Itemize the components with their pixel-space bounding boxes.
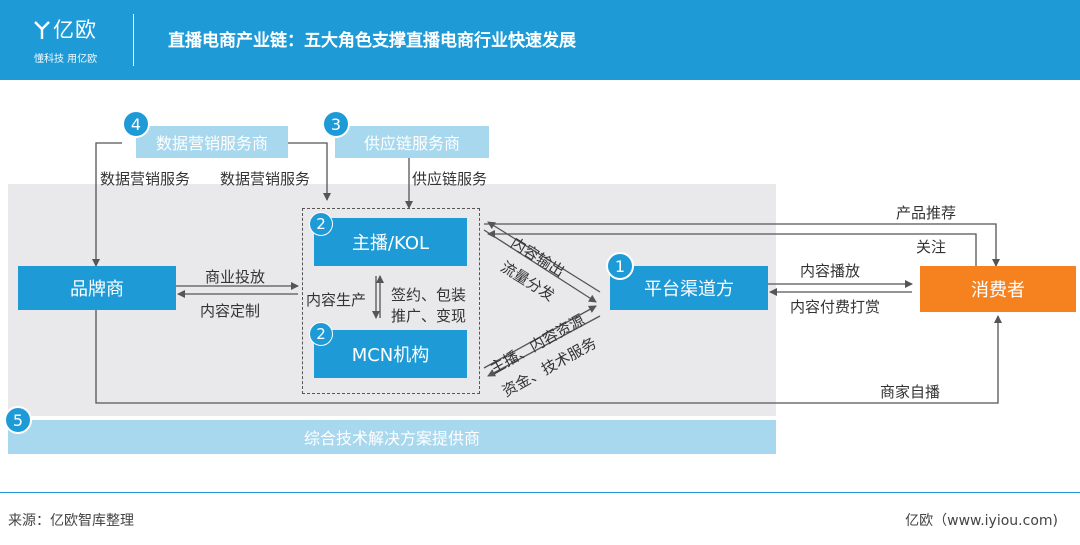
supply-chain-provider-box: 供应链服务商: [335, 126, 489, 158]
edge-label-content-production: 内容生产: [306, 291, 367, 309]
edge-label-data-service-right: 数据营销服务: [220, 170, 311, 188]
mcn-box: MCN机构: [314, 330, 467, 378]
edge-label-follow: 关注: [916, 238, 947, 256]
brand-label: 品牌商: [70, 279, 124, 300]
logo-slogan: 懂科技 用亿欧: [34, 54, 98, 65]
edge-label-commercial-investment: 商业投放: [205, 268, 266, 286]
credit-note: 亿欧（www.iyiou.com): [905, 513, 1058, 529]
header-divider: [133, 14, 134, 66]
edge-label-supply-service: 供应链服务: [412, 170, 488, 188]
platform-channel-box: 平台渠道方: [610, 266, 768, 310]
consumer-box: 消费者: [920, 266, 1076, 312]
logo: 亿欧: [34, 14, 97, 44]
mcn-label: MCN机构: [351, 345, 430, 366]
yiou-logo-icon: [34, 20, 50, 40]
edge-label-promote-monetize: 推广、变现: [391, 307, 467, 325]
badge-mcn: 2: [309, 322, 333, 346]
tech-solution-provider-bar: 综合技术解决方案提供商: [8, 420, 776, 454]
edge-label-data-service-left: 数据营销服务: [100, 170, 191, 188]
footer-divider: [0, 492, 1080, 493]
supply-chain-provider-label: 供应链服务商: [363, 134, 460, 153]
consumer-label: 消费者: [971, 280, 1025, 301]
badge-tech-solution: 5: [4, 406, 32, 434]
brand-box: 品牌商: [18, 266, 176, 310]
tech-solution-provider-label: 综合技术解决方案提供商: [303, 429, 480, 448]
edge-label-content-paid-reward: 内容付费打赏: [790, 298, 881, 316]
data-marketing-provider-box: 数据营销服务商: [136, 126, 288, 158]
badge-anchor-kol: 2: [309, 212, 333, 236]
page-title: 直播电商产业链：五大角色支撑直播电商行业快速发展: [168, 31, 576, 51]
badge-supply-chain: 3: [322, 110, 350, 138]
header-bar: 亿欧 懂科技 用亿欧 直播电商产业链：五大角色支撑直播电商行业快速发展: [0, 0, 1080, 80]
edge-label-content-customization: 内容定制: [200, 302, 261, 320]
logo-text: 亿欧: [53, 18, 97, 42]
edge-label-product-recommendation: 产品推荐: [896, 204, 957, 222]
edge-label-merchant-self-broadcast: 商家自播: [880, 383, 941, 401]
anchor-kol-box: 主播/KOL: [314, 218, 467, 266]
anchor-kol-label: 主播/KOL: [351, 233, 430, 254]
badge-platform: 1: [606, 252, 634, 280]
platform-channel-label: 平台渠道方: [644, 279, 734, 300]
data-marketing-provider-label: 数据营销服务商: [155, 134, 268, 153]
source-note: 来源：亿欧智库整理: [8, 513, 134, 529]
badge-data-marketing: 4: [122, 110, 150, 138]
anchor-mcn-group: [302, 208, 480, 394]
edge-label-sign-package: 签约、包装: [391, 286, 467, 304]
edge-label-content-playback: 内容播放: [800, 262, 861, 280]
